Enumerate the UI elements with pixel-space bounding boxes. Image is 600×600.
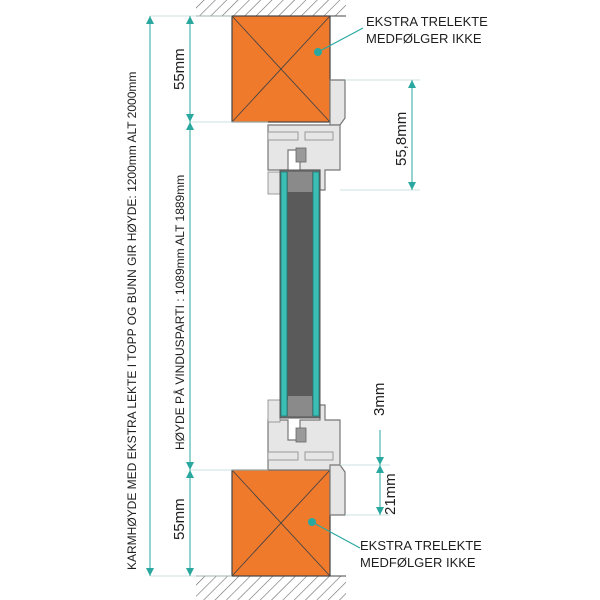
- dimension-top-block: [186, 16, 194, 122]
- wood-block-top: [231, 15, 331, 123]
- dim-small-label: 3mm: [371, 383, 388, 416]
- dimension-window: [186, 122, 194, 470]
- leader-bottom: [308, 518, 361, 549]
- dim-top-frame-label: 55,8mm: [393, 112, 410, 166]
- vertical-outer-label: KARMHØYDE MED EKSTRA LEKTE I TOPP OG BUN…: [125, 72, 139, 570]
- bottom-note-line1: EKSTRA TRELEKTE: [360, 538, 482, 553]
- dimension-outer: [146, 16, 154, 576]
- dim-bottom-frame-label: 21mm: [382, 473, 399, 515]
- wood-block-bottom: [231, 469, 331, 577]
- wall-hatch-top: [196, 0, 346, 17]
- wall-hatch-bottom: [196, 575, 346, 600]
- top-note-line2: MEDFØLGER IKKE: [366, 31, 482, 46]
- top-note-line1: EKSTRA TRELEKTE: [366, 14, 488, 29]
- frame-profile-top: [267, 79, 346, 195]
- glazing-unit: [279, 169, 321, 419]
- dimension-small: [376, 430, 384, 465]
- extension-lines: [150, 15, 420, 577]
- dimension-top-frame: [408, 80, 416, 190]
- dimension-bottom-frame: [376, 465, 384, 515]
- vertical-inner-label: HØYDE PÅ VINDUSPARTI : 1089mm ALT 1889mm: [172, 175, 187, 450]
- dimension-bottom-block: [186, 470, 194, 576]
- leader-top: [314, 27, 364, 56]
- dim-bottom-block-label: 55mm: [171, 498, 188, 540]
- dim-top-block-label: 55mm: [171, 48, 188, 90]
- bottom-note-line2: MEDFØLGER IKKE: [360, 555, 476, 570]
- frame-profile-bottom: [267, 399, 346, 516]
